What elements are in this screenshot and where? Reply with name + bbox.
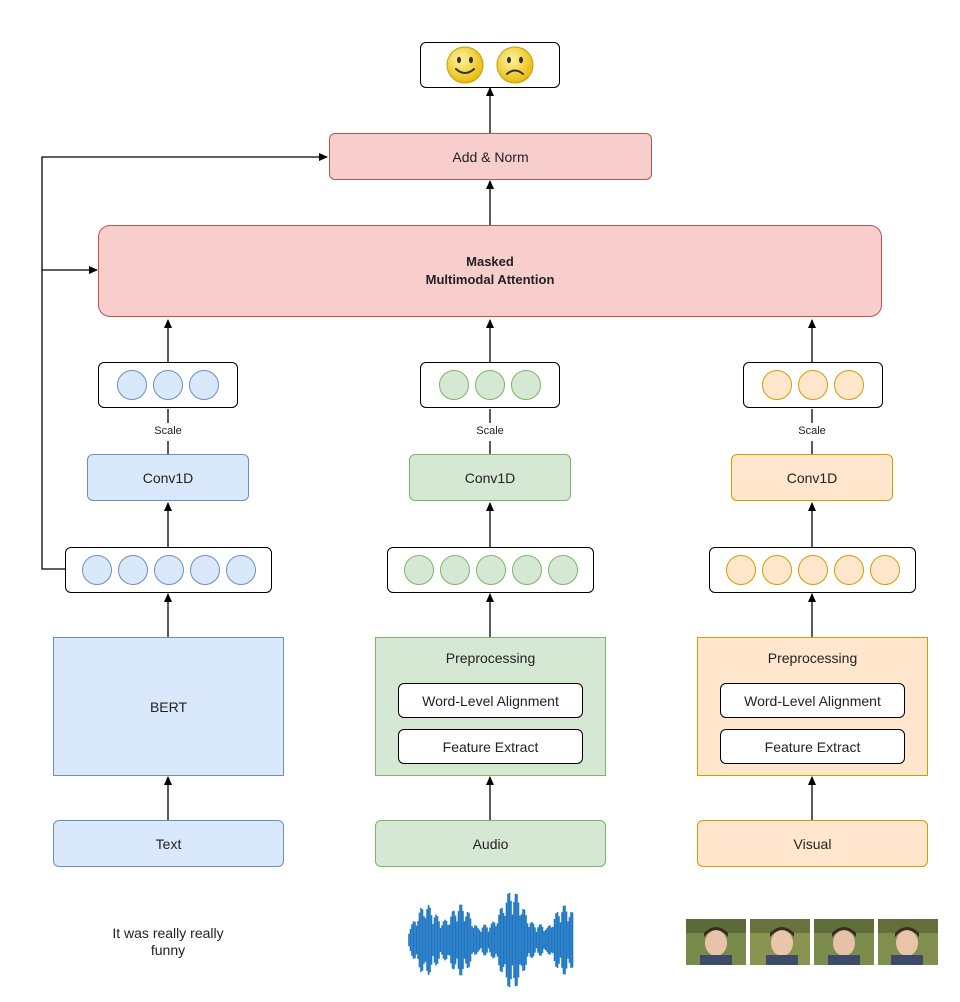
- vector-cell: [189, 555, 220, 585]
- visual-input-label: Visual: [793, 835, 832, 852]
- audio-scale-label: Scale: [476, 425, 504, 437]
- vector-cell: [225, 555, 256, 585]
- visual-feature-vector: [709, 547, 916, 593]
- video-frame-image: [814, 919, 874, 965]
- vector-cell: [475, 370, 505, 400]
- audio-preprocessing-title: Preprocessing: [445, 650, 536, 666]
- smiley-happy-icon: [446, 46, 484, 84]
- visual-input-block: Visual: [697, 820, 928, 867]
- visual-conv1d-block: Conv1D: [731, 454, 893, 501]
- step-label: Word-Level Alignment: [422, 692, 559, 709]
- text-scaled-vector: [98, 362, 238, 408]
- video-frame-image: [750, 919, 810, 965]
- vector-cell: [153, 555, 184, 585]
- audio-preprocessing-block: Preprocessing Word-Level Alignment Featu…: [375, 637, 606, 776]
- vector-cell: [834, 370, 864, 400]
- visual-preprocessing-block: Preprocessing Word-Level Alignment Featu…: [697, 637, 928, 776]
- text-input-label: Text: [155, 835, 182, 852]
- step-label: Word-Level Alignment: [744, 692, 881, 709]
- vector-cell: [475, 555, 506, 585]
- audio-conv1d-label: Conv1D: [464, 469, 516, 486]
- vector-cell: [547, 555, 578, 585]
- vector-cell: [762, 370, 792, 400]
- text-embedding-vector: [65, 547, 272, 593]
- vector-cell: [798, 370, 828, 400]
- text-conv1d-label: Conv1D: [142, 469, 194, 486]
- vector-cell: [511, 555, 542, 585]
- vector-cell: [153, 370, 183, 400]
- add-norm-label: Add & Norm: [452, 148, 529, 165]
- visual-scale-label: Scale: [798, 425, 826, 437]
- arrow-residual-to-addnorm: [41, 153, 328, 570]
- step-label: Feature Extract: [442, 738, 539, 755]
- attention-label-line2: Multimodal Attention: [425, 272, 555, 287]
- video-frame-image: [878, 919, 938, 965]
- visual-alignment-step: Word-Level Alignment: [720, 683, 905, 718]
- audio-scaled-vector: [420, 362, 560, 408]
- vector-cell: [761, 555, 792, 585]
- attention-label-line1: Masked: [466, 254, 514, 269]
- add-norm-block: Add & Norm: [329, 133, 652, 180]
- attention-block: Masked Multimodal Attention: [98, 225, 882, 317]
- vector-cell: [511, 370, 541, 400]
- step-label: Feature Extract: [764, 738, 861, 755]
- text-input-block: Text: [53, 820, 284, 867]
- audio-feature-vector: [387, 547, 594, 593]
- bert-label: BERT: [149, 698, 188, 715]
- vector-cell: [797, 555, 828, 585]
- vector-cell: [403, 555, 434, 585]
- visual-conv1d-label: Conv1D: [786, 469, 838, 486]
- bert-encoder-block: BERT: [53, 637, 284, 776]
- visual-feature-extract-step: Feature Extract: [720, 729, 905, 764]
- audio-input-block: Audio: [375, 820, 606, 867]
- audio-input-label: Audio: [472, 835, 509, 852]
- waveform-icon: [408, 893, 574, 987]
- audio-alignment-step: Word-Level Alignment: [398, 683, 583, 718]
- visual-preprocessing-title: Preprocessing: [767, 650, 858, 666]
- caption-line: funny: [150, 942, 186, 958]
- vector-cell: [869, 555, 900, 585]
- smiley-sad-icon: [496, 46, 534, 84]
- text-example-caption: It was really really funny: [88, 925, 248, 959]
- vector-cell: [117, 370, 147, 400]
- text-scale-label: Scale: [154, 425, 182, 437]
- vector-cell: [117, 555, 148, 585]
- audio-conv1d-block: Conv1D: [409, 454, 571, 501]
- output-box: [420, 42, 560, 88]
- vector-cell: [725, 555, 756, 585]
- video-frame-image: [686, 919, 746, 965]
- vector-cell: [439, 370, 469, 400]
- audio-feature-extract-step: Feature Extract: [398, 729, 583, 764]
- text-conv1d-block: Conv1D: [87, 454, 249, 501]
- visual-scaled-vector: [743, 362, 883, 408]
- vector-cell: [81, 555, 112, 585]
- caption-line: It was really really: [112, 925, 224, 941]
- vector-cell: [833, 555, 864, 585]
- vector-cell: [439, 555, 470, 585]
- vector-cell: [189, 370, 219, 400]
